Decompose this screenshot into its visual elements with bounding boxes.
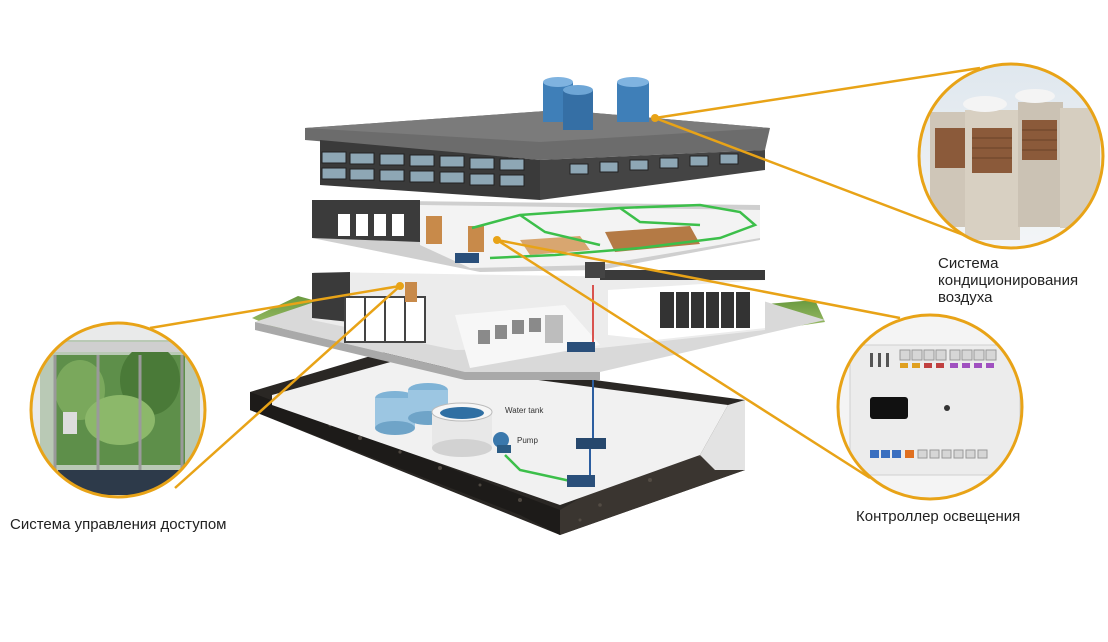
air-conditioning-caption: Система кондиционирования воздуха xyxy=(938,255,1078,306)
second-floor xyxy=(312,200,760,278)
rooftop-ac-units xyxy=(543,77,649,130)
floor-panel xyxy=(455,253,479,263)
pump-label: Pump xyxy=(517,436,538,445)
access-control-photo xyxy=(29,321,207,499)
access-control-caption: Система управления доступом xyxy=(10,516,227,533)
callout-anchors xyxy=(396,114,659,290)
pump xyxy=(493,432,511,453)
floor-controller xyxy=(567,342,595,352)
junction-box xyxy=(576,438,606,449)
ground-floor xyxy=(252,270,825,380)
air-conditioning-caption-line-2: кондиционирования xyxy=(938,272,1079,289)
air-conditioning-caption-line-3: воздуха xyxy=(938,289,993,306)
door-panel xyxy=(405,282,417,302)
lighting-controller-caption: Контроллер освещения xyxy=(856,508,1021,525)
water-tank-label: Water tank xyxy=(505,406,544,415)
air-conditioning-photo xyxy=(917,62,1105,250)
lighting-controller-photo xyxy=(836,313,1024,501)
top-floor xyxy=(305,77,770,200)
air-conditioning-caption-line-1: Система xyxy=(938,255,999,272)
water-tank xyxy=(431,402,493,457)
callout-lines xyxy=(149,66,991,489)
pump-controller xyxy=(567,475,595,487)
basement-level: Water tank Pump xyxy=(250,352,745,535)
